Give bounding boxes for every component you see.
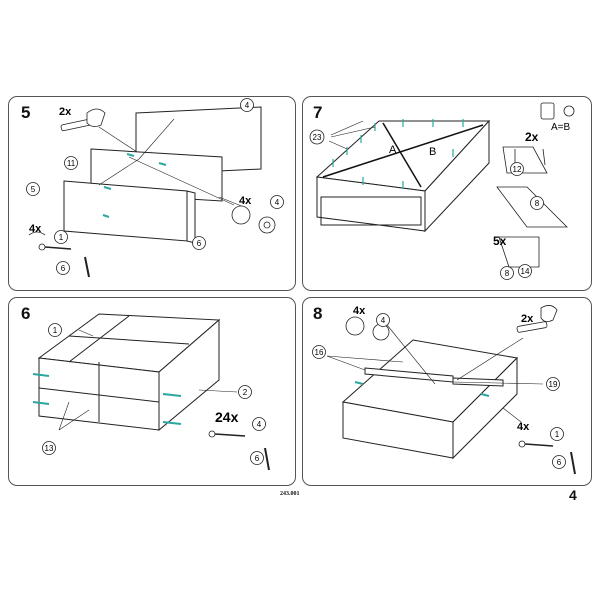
step-6-qty-screw: 24x: [215, 409, 239, 425]
step-5-callout-panel-6: 6: [197, 239, 202, 248]
step-6-callout-4: 4: [257, 420, 262, 429]
step-6-illustration: 24x 1 2 13 4 6: [32, 313, 270, 471]
step-6-number: 6: [21, 304, 31, 323]
step-6-panel: 6 24x: [8, 297, 296, 486]
page-number: 4: [569, 487, 577, 503]
step-7-callout-14: 14: [521, 267, 530, 276]
carcass-side: [424, 119, 490, 233]
step-7-callout-8b: 8: [505, 269, 510, 278]
step-5-qty-cam: 4x: [239, 195, 252, 207]
step-7-number: 7: [313, 103, 323, 122]
step-7-qty-nails: 2x: [525, 130, 539, 144]
document-code: 243.001: [280, 491, 300, 497]
step-8-illustration: 4x 2x 4x 4 16 19 1 6: [312, 305, 576, 475]
step-8-callout-16: 16: [315, 348, 324, 357]
step-7-callout-8a: 8: [535, 199, 540, 208]
step-7-callout-strip-12: 12: [513, 165, 522, 174]
step-6-callout-13: 13: [45, 444, 54, 453]
step-7-panel: 7 A B: [302, 96, 592, 291]
panel-5: [63, 180, 188, 242]
step-6-callout-2: 2: [243, 388, 248, 397]
diag-label-a: A: [389, 144, 397, 156]
step-5-callout-panel-5: 5: [31, 185, 36, 194]
step-8-qty-screw: 4x: [517, 421, 530, 433]
step-6-callout-1: 1: [53, 326, 58, 335]
step-7-callout-nail-23: 23: [313, 133, 322, 142]
step-5-qty-screwdriver: 2x: [59, 106, 72, 118]
carcass-side: [158, 318, 220, 432]
step-6-callout-6: 6: [255, 454, 260, 463]
step-8-callout-19: 19: [549, 380, 558, 389]
step-5-qty-screw: 4x: [29, 223, 42, 235]
step-5-callout-screw-1: 1: [59, 233, 64, 242]
step-7-equality: A=B: [551, 122, 571, 133]
step-8-number: 8: [313, 304, 323, 323]
step-5-panel: 5: [8, 96, 296, 291]
step-5-callout-panel-4: 4: [245, 101, 250, 110]
panel-6: [186, 190, 196, 244]
step-5-callout-cam-4: 4: [275, 198, 280, 207]
step-8-callout-1: 1: [555, 430, 560, 439]
step-7-illustration: A B 2x A=B 5x: [309, 102, 575, 280]
step-5-callout-screw-6: 6: [61, 264, 66, 273]
step-8-callout-6: 6: [557, 458, 562, 467]
step-5-callout-panel-11: 11: [67, 159, 76, 168]
diag-label-b: B: [429, 146, 436, 158]
step-8-panel: 8 4x 2x 4x: [302, 297, 592, 486]
step-7-qty-strip: 5x: [493, 234, 507, 248]
step-8-qty-cam: 4x: [353, 305, 366, 317]
step-8-callout-4: 4: [381, 316, 386, 325]
step-8-qty-screwdriver: 2x: [521, 313, 534, 325]
step-5-illustration: 2x 4x 4x 4 11 5 4 6 1 6: [26, 98, 284, 278]
step-5-number: 5: [21, 103, 31, 122]
